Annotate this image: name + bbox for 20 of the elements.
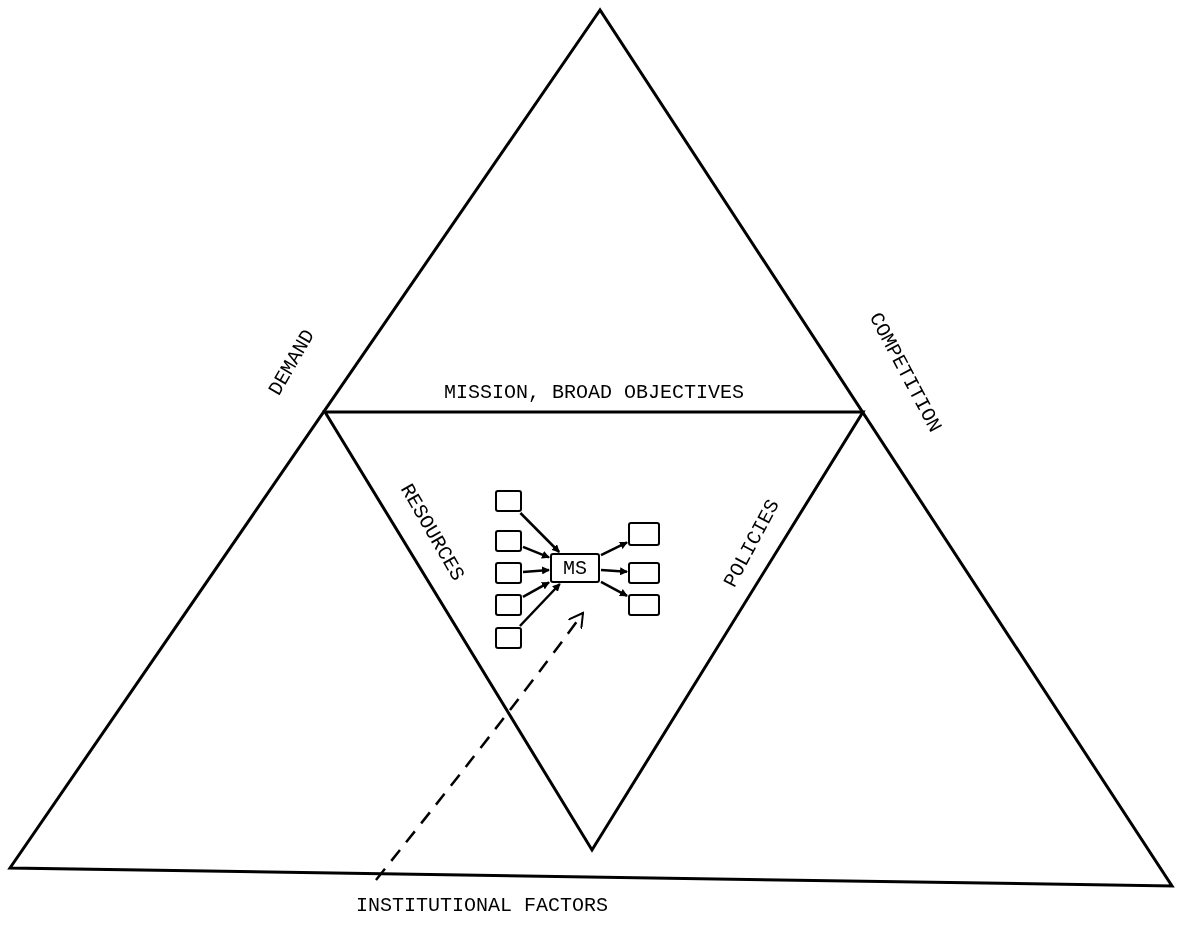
arrow [600,541,628,557]
arrow [522,566,550,575]
process-box: MS [550,553,600,583]
arrow [519,583,561,627]
arrow [600,567,628,576]
arrow [522,545,550,559]
arrow [522,581,550,599]
empty-box [495,530,522,552]
empty-box [495,562,522,584]
side-label: INSTITUTIONAL FACTORS [356,893,609,917]
empty-box [628,562,660,584]
arrow [600,580,628,597]
side-label: MISSION, BROAD OBJECTIVES [444,380,745,404]
empty-box [628,522,660,546]
arrow [519,512,560,553]
empty-box [495,490,522,512]
empty-box [628,594,660,616]
empty-box [495,594,522,616]
dashed-arrow [375,612,584,881]
empty-box [495,627,522,649]
